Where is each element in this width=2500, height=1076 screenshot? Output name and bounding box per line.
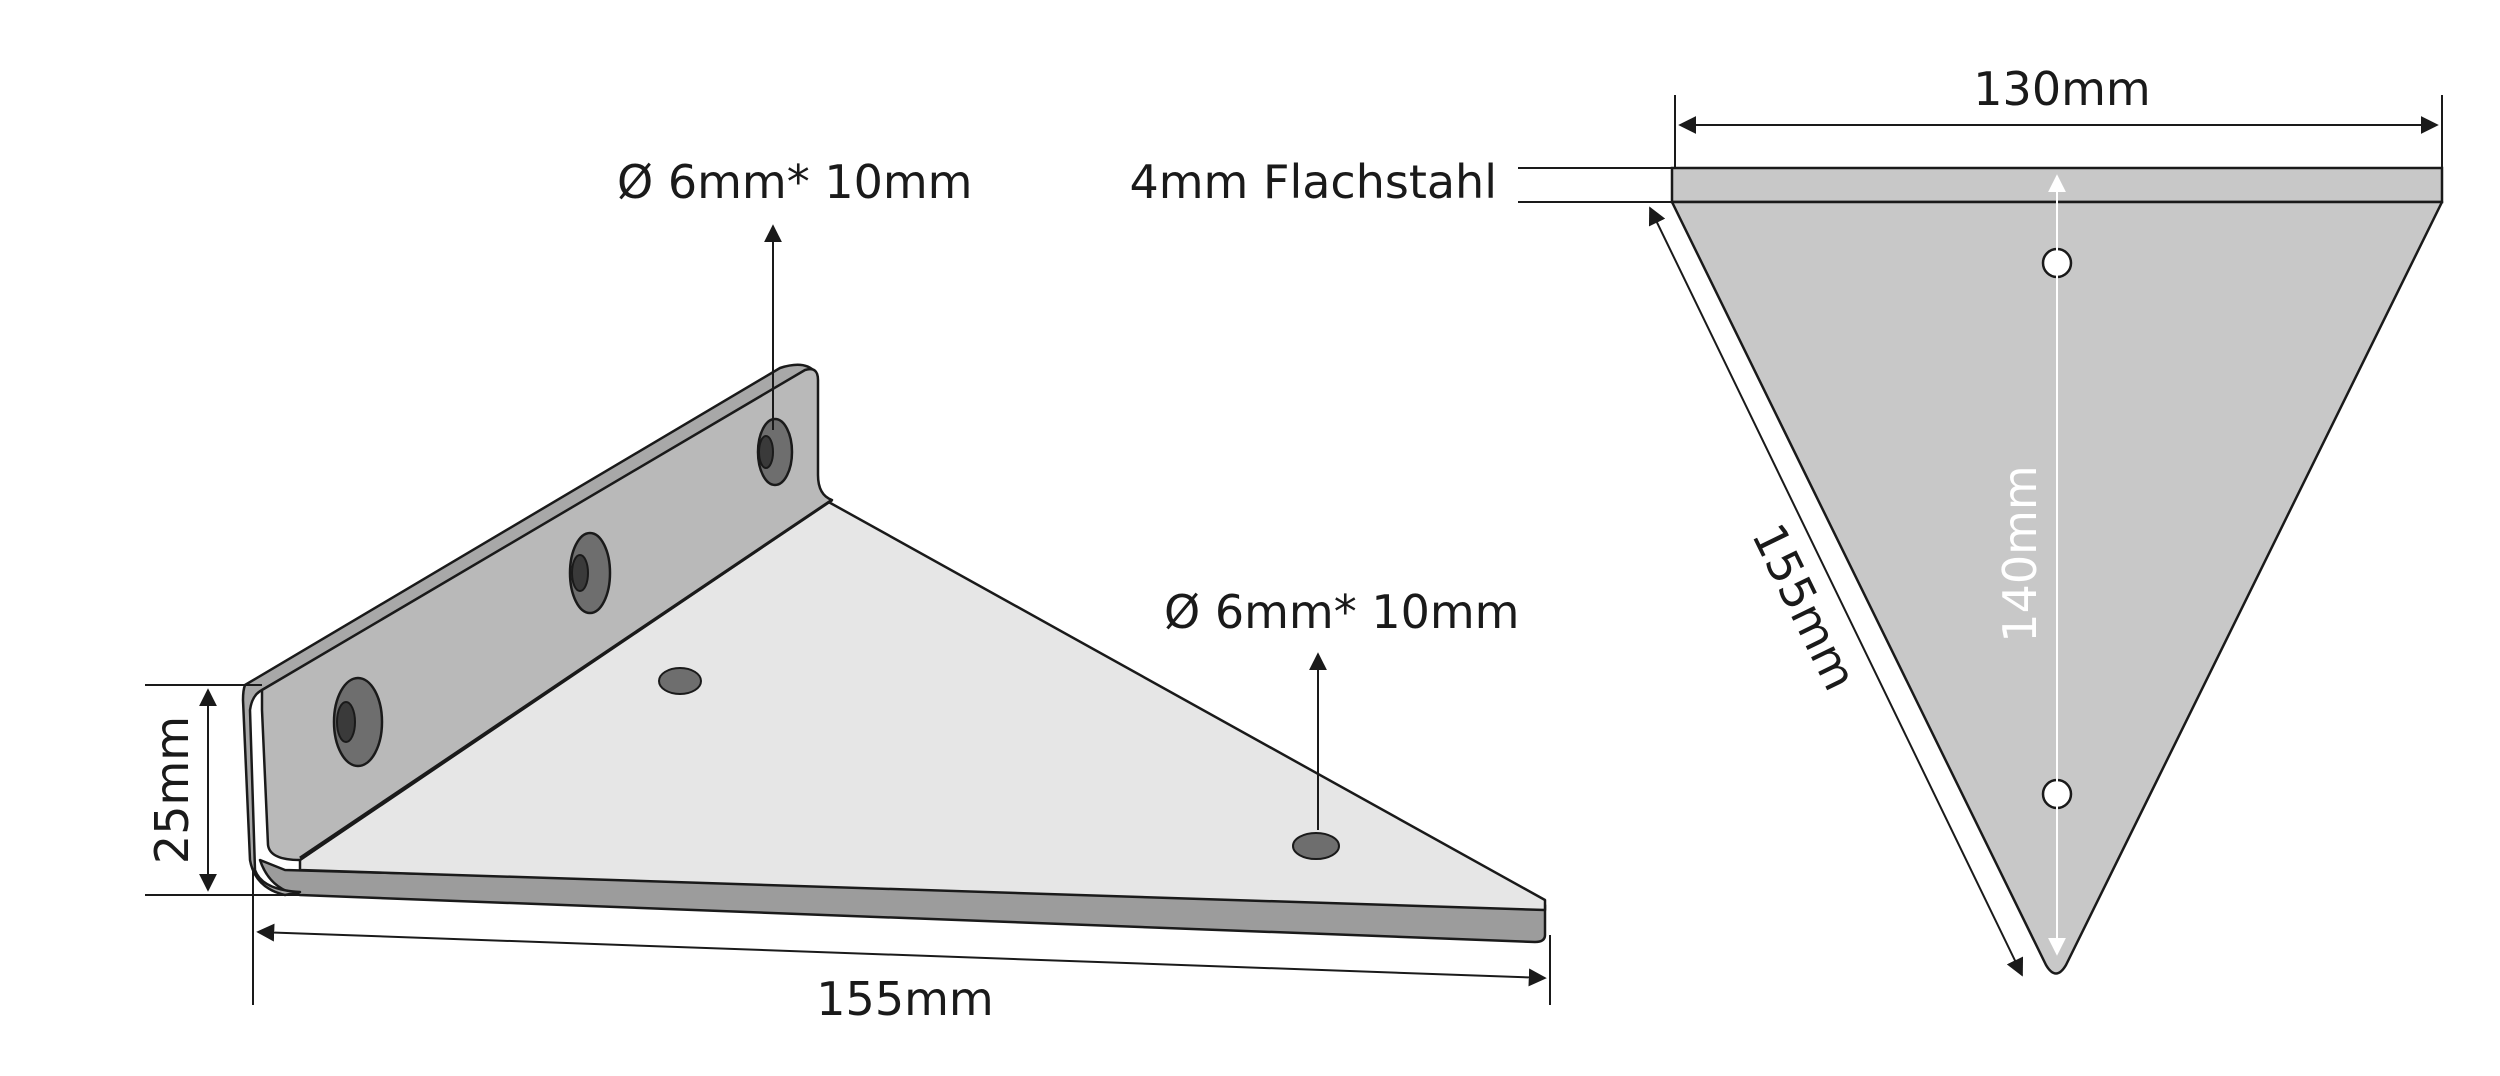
hole-base-label: Ø 6mm* 10mm [1164, 585, 1520, 639]
height-label: 25mm [145, 716, 199, 864]
length-dimension: 155mm [252, 870, 1551, 1026]
hole-spacing-dimension: 140mm [1993, 174, 2066, 956]
width-dimension: 130mm [1674, 62, 2443, 168]
hole-spacing-label: 140mm [1993, 465, 2047, 642]
height-dimension: 25mm [145, 684, 300, 896]
back-plate-hole-1 [332, 676, 384, 768]
bracket-3d-view: Ø 6mm* 10mm Ø 6mm* 10mm 25mm 155mm [145, 155, 1551, 1026]
hole-back-label: Ø 6mm* 10mm [617, 155, 973, 209]
material-label: 4mm Flachstahl [1129, 155, 1497, 209]
back-plate-hole-2 [568, 531, 612, 615]
back-plate-hole-3 [756, 417, 794, 487]
back-plate-face [260, 367, 834, 862]
base-plate-hole-2 [1292, 832, 1340, 860]
width-label: 130mm [1973, 62, 2150, 116]
material-dimension: 4mm Flachstahl [1129, 155, 1672, 209]
base-plate-hole-1 [658, 667, 702, 695]
length-label: 155mm [816, 972, 993, 1026]
